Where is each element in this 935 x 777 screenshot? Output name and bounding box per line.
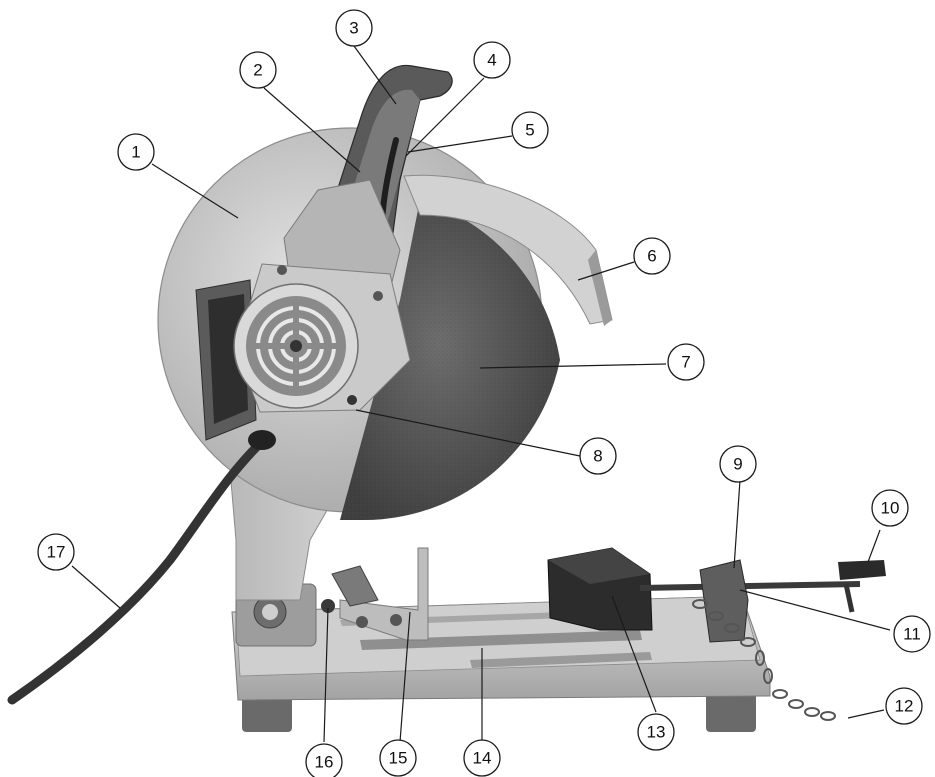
callout-number: 12: [895, 697, 914, 716]
callout-number: 10: [881, 499, 900, 518]
callout-8: 8: [579, 437, 617, 475]
callout-circle: [667, 343, 705, 381]
callout-circle: [893, 615, 931, 653]
callout-circle: [633, 237, 671, 275]
callout-13: 13: [637, 713, 675, 751]
callout-circle: [885, 687, 923, 725]
callout-number: 3: [349, 19, 358, 38]
callout-number: 11: [903, 625, 921, 644]
base-slot: [360, 630, 642, 650]
callout-circle: [719, 445, 757, 483]
base-foot-right: [706, 690, 756, 732]
callout-number: 14: [473, 749, 492, 768]
callout-1: 1: [117, 133, 155, 171]
callout-number: 2: [253, 61, 262, 80]
vise-bracket: [699, 559, 749, 643]
callout-17: 17: [37, 533, 75, 571]
callout-4: 4: [473, 41, 511, 79]
callout-11: 11: [893, 615, 931, 653]
callout-16: 16: [305, 743, 343, 777]
callout-7: 7: [667, 343, 705, 381]
callout-circle: [463, 739, 501, 777]
callout-14: 14: [463, 739, 501, 777]
callout-9: 9: [719, 445, 757, 483]
chain: [692, 599, 836, 721]
callout-number: 15: [389, 749, 408, 768]
base-foot-left: [242, 690, 292, 732]
callout-number: 17: [47, 543, 66, 562]
callout-number: 9: [733, 455, 742, 474]
callout-number: 1: [131, 143, 140, 162]
callout-circle: [239, 51, 277, 89]
callout-10: 10: [871, 489, 909, 527]
callout-circle: [511, 111, 549, 149]
power-cord: [7, 431, 273, 705]
crank-handle: [838, 560, 886, 580]
callout-number: 13: [647, 723, 666, 742]
base-slot: [470, 652, 652, 668]
callout-3: 3: [335, 9, 373, 47]
callout-circle: [579, 437, 617, 475]
callout-circle: [473, 41, 511, 79]
callout-5: 5: [511, 111, 549, 149]
moving-guard: [403, 174, 613, 325]
callout-15: 15: [379, 739, 417, 777]
vise-screw: [639, 581, 861, 591]
leader-lines: [71, 45, 891, 743]
callout-12: 12: [885, 687, 923, 725]
callout-circle: [637, 713, 675, 751]
callout-number: 7: [681, 353, 690, 372]
callout-number: 4: [487, 51, 496, 70]
callout-number: 5: [525, 121, 534, 140]
callout-circle: [117, 133, 155, 171]
callout-circle: [305, 743, 343, 777]
callout-2: 2: [239, 51, 277, 89]
callout-circle: [37, 533, 75, 571]
callout-circle: [379, 739, 417, 777]
callout-number: 16: [315, 753, 334, 772]
callout-number: 8: [593, 447, 602, 466]
callout-number: 6: [647, 247, 656, 266]
callout-circle: [871, 489, 909, 527]
callout-6: 6: [633, 237, 671, 275]
callout-circle: [335, 9, 373, 47]
